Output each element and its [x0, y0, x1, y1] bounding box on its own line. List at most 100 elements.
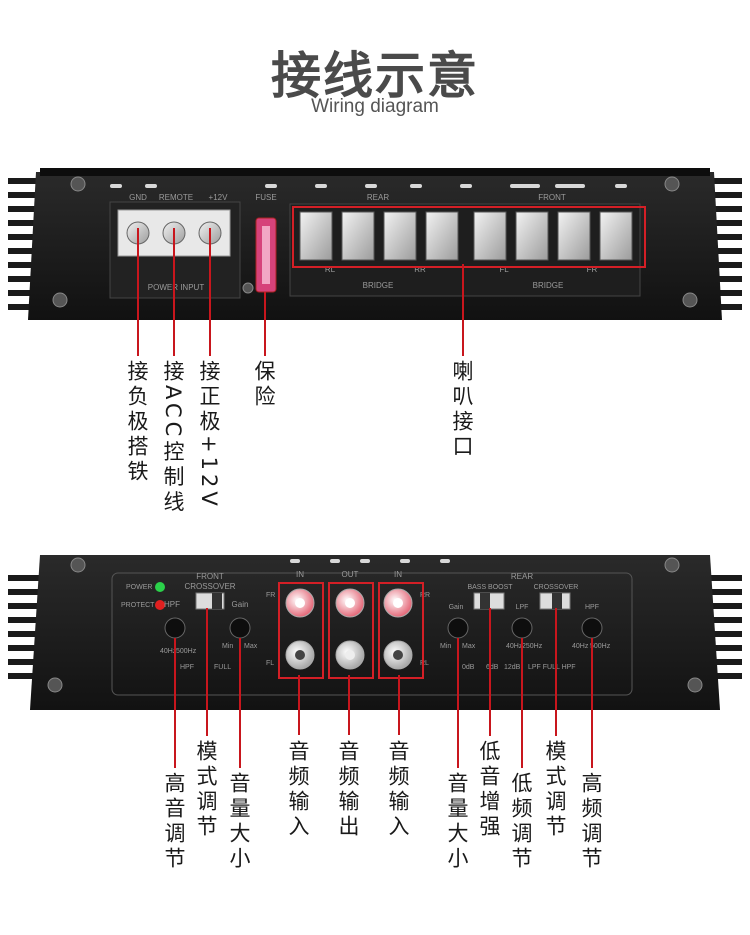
label-full-1: FULL	[214, 664, 231, 671]
label-min-1: Min	[222, 643, 233, 650]
label-rl-b: RL	[420, 660, 429, 667]
amplifier-top-panel: GND REMOTE +12V POWER INPUT FUSE REAR FR…	[8, 168, 742, 320]
protect-led	[155, 600, 165, 610]
label-12db: 12dB	[504, 664, 521, 671]
callout-vol1: 音量大小	[227, 772, 251, 872]
label-rr-b: RR	[420, 592, 430, 599]
callout-12v: 接正极+12V	[197, 360, 221, 510]
callout-audio-out: 音频输出	[336, 740, 360, 840]
label-lpf-full-hpf: LPF FULL HPF	[528, 664, 576, 671]
amp-body-2	[30, 555, 720, 710]
gain-knob-front[interactable]	[229, 617, 251, 639]
label-500hz-2: 500Hz	[590, 643, 611, 650]
label-fl-b: FL	[266, 660, 274, 667]
label-power-input: POWER INPUT	[148, 283, 205, 292]
callout-mode1: 模式调节	[194, 740, 218, 840]
leader-in2	[398, 675, 400, 735]
label-6db: 6dB	[486, 664, 499, 671]
label-bass-boost: BASS BOOST	[467, 584, 513, 591]
label-rear: REAR	[367, 193, 389, 202]
label-rr: RR	[414, 265, 426, 274]
label-40hz-3: 40Hz	[572, 643, 589, 650]
label-fl: FL	[499, 265, 509, 274]
speaker-terminal-highlight	[292, 206, 646, 268]
heatsink-fins-right	[706, 178, 742, 310]
label-out: OUT	[342, 570, 359, 579]
label-500hz-1: 500Hz	[176, 648, 197, 655]
callout-low-freq: 低频调节	[509, 772, 533, 872]
label-gnd: GND	[129, 193, 147, 202]
label-in-2: IN	[394, 570, 402, 579]
callout-treble: 高音调节	[162, 772, 186, 872]
callout-speaker: 喇叭接口	[450, 360, 474, 460]
leader-treble	[174, 638, 176, 768]
leader-vol2	[457, 638, 459, 768]
label-0db: 0dB	[462, 664, 475, 671]
callout-high-freq: 高频调节	[579, 772, 603, 872]
leader-mode2	[555, 608, 557, 736]
rca-in-rear-highlight	[378, 582, 424, 679]
label-rl: RL	[325, 265, 336, 274]
label-max-2: Max	[462, 643, 476, 650]
hpf-knob-rear[interactable]	[581, 617, 603, 639]
callout-fuse: 保险	[252, 360, 276, 410]
leader-speaker	[462, 264, 464, 356]
label-min-2: Min	[440, 643, 451, 650]
label-power: POWER	[126, 584, 152, 591]
hpf-knob-front[interactable]	[164, 617, 186, 639]
callout-mode2: 模式调节	[543, 740, 567, 840]
callout-audio-in2: 音频输入	[386, 740, 410, 840]
heatsink-fins-left	[8, 178, 44, 310]
rca-out-highlight	[328, 582, 374, 679]
label-gain-2: Gain	[449, 604, 464, 611]
label-in-1: IN	[296, 570, 304, 579]
leader-out	[348, 675, 350, 735]
label-250hz: 250Hz	[522, 643, 543, 650]
leader-high-freq	[591, 638, 593, 768]
leader-mode1	[206, 608, 208, 736]
rca-jacks[interactable]	[285, 588, 413, 670]
label-12v: +12V	[209, 193, 229, 202]
label-hpf-front-mode: HPF	[180, 664, 194, 671]
speaker-terminals	[299, 211, 633, 261]
lpf-knob-rear[interactable]	[511, 617, 533, 639]
callout-bass-boost: 低音增强	[477, 740, 501, 840]
label-40hz-1: 40Hz	[160, 648, 177, 655]
label-lpf: LPF	[516, 604, 529, 611]
leader-in1	[298, 675, 300, 735]
page-title: 接线示意	[271, 47, 479, 105]
label-rear-b: REAR	[511, 572, 533, 581]
amplifier-bottom-panel: POWER PROTECT FRONT CROSSOVER HPF Gain 4…	[8, 555, 742, 710]
label-gain-1: Gain	[232, 600, 249, 609]
callout-gnd: 接负极搭铁	[125, 360, 149, 485]
page-subtitle: Wiring diagram	[311, 96, 439, 117]
label-40hz-2: 40Hz	[506, 643, 523, 650]
label-protect: PROTECT	[121, 602, 155, 609]
label-fr: FR	[587, 265, 598, 274]
rca-in-front-highlight	[278, 582, 324, 679]
leader-12v	[209, 228, 211, 356]
label-remote: REMOTE	[159, 193, 193, 202]
callout-acc: 接ACC控制线	[161, 360, 185, 516]
label-hpf-1: HPF	[164, 600, 180, 609]
leader-bass-boost	[489, 608, 491, 736]
leader-gnd	[137, 228, 139, 356]
callout-vol2: 音量大小	[445, 772, 469, 872]
power-led	[155, 582, 165, 592]
label-crossover-2: CROSSOVER	[534, 584, 579, 591]
label-crossover-1: CROSSOVER	[184, 582, 235, 591]
leader-acc	[173, 228, 175, 356]
gain-knob-rear[interactable]	[447, 617, 469, 639]
callout-audio-in1: 音频输入	[286, 740, 310, 840]
leader-fuse	[264, 292, 266, 356]
label-front-b: FRONT	[196, 572, 224, 581]
leader-low-freq	[521, 638, 523, 768]
label-bridge-rear: BRIDGE	[363, 281, 394, 290]
label-bridge-front: BRIDGE	[533, 281, 564, 290]
label-max-1: Max	[244, 643, 258, 650]
label-front: FRONT	[538, 193, 566, 202]
leader-vol1	[239, 638, 241, 768]
label-fuse: FUSE	[255, 193, 276, 202]
label-fr-b: FR	[266, 592, 275, 599]
label-hpf-2: HPF	[585, 604, 599, 611]
